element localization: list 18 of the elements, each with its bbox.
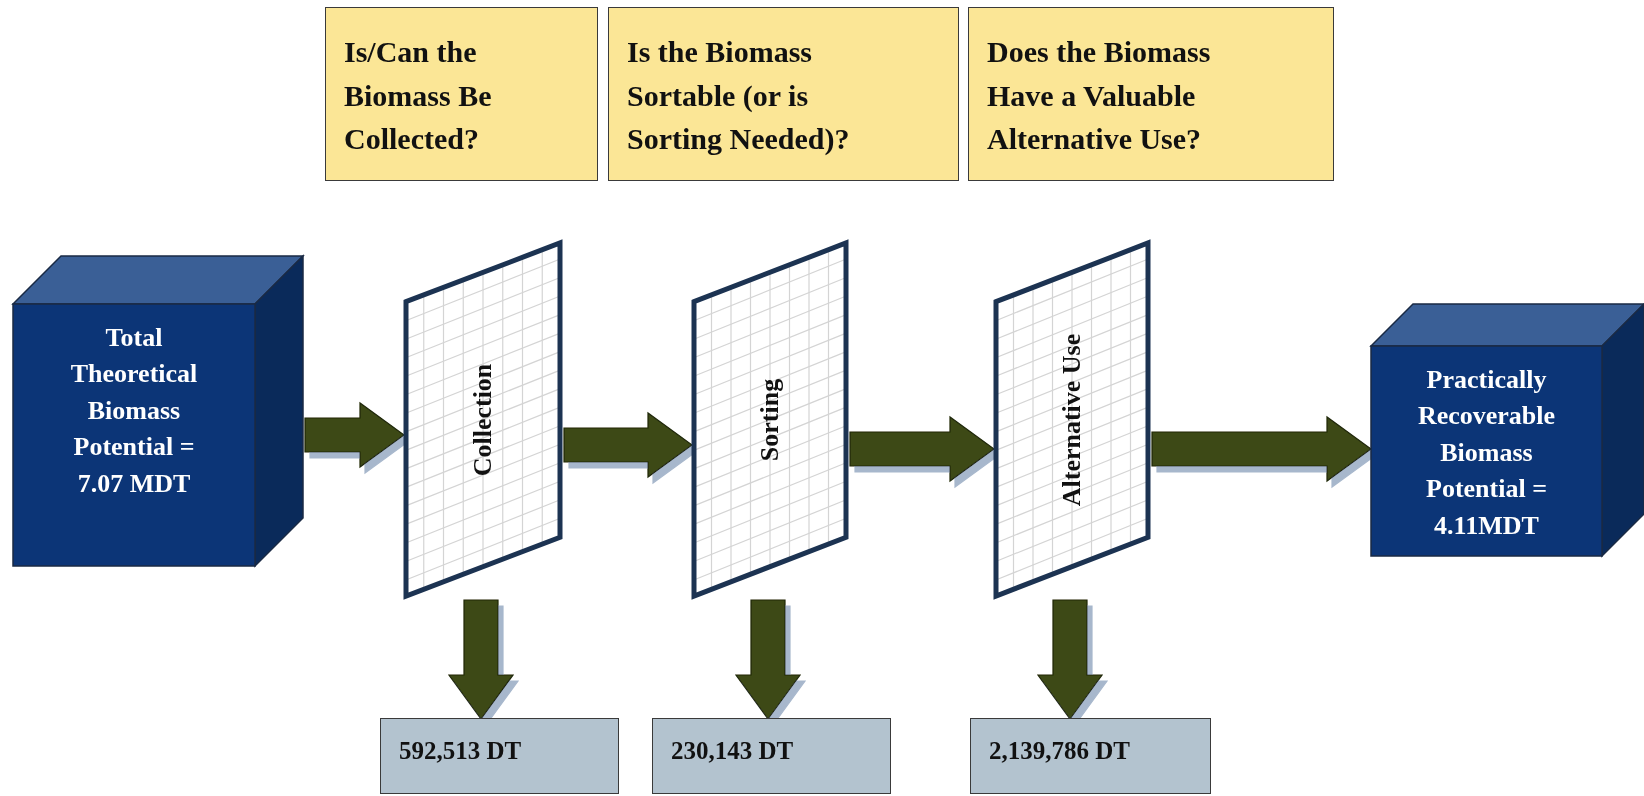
result-box: 2,139,786 DT [970,718,1211,794]
block-arrow [304,401,406,469]
block-arrow [1151,415,1373,483]
block-arrow [1036,599,1104,721]
cube-label: Practically Recoverable Biomass Potential = 4.11MDT [1416,364,1557,542]
question-box: Is/Can the Biomass Be Collected? [325,7,598,181]
block-arrow [849,415,996,483]
question-box: Is the Biomass Sortable (or is Sorting Needed)? [608,7,959,181]
screen-label: Collection [468,363,498,476]
screen-label: Sorting [755,378,785,461]
question-box: Does the Biomass Have a Valuable Alternative Use? [968,7,1334,181]
block-arrow [563,411,694,479]
block-arrow [734,599,802,721]
screen-label: Alternative Use [1057,333,1087,506]
block-arrow [447,599,515,721]
result-box: 592,513 DT [380,718,619,794]
cube-label: Total Theoretical Biomass Potential = 7.07 MDT [69,322,199,500]
result-box: 230,143 DT [652,718,891,794]
